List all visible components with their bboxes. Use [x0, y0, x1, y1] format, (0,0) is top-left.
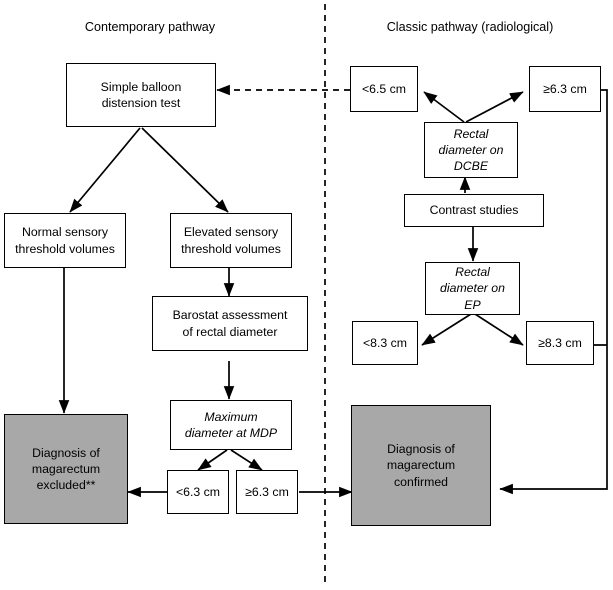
node-ep-threshold-high[interactable]: ≥8.3 cm [526, 321, 594, 365]
arrow-maxdiameter-to-mdp-high [230, 449, 263, 471]
node-label: Diagnosis of magarectum excluded** [31, 445, 101, 493]
node-rectal-diameter-on-dcbe[interactable]: Rectal diameter on DCBE [424, 122, 518, 178]
node-dcbe-threshold-high[interactable]: ≥6.3 cm [529, 66, 601, 112]
node-label: Elevated sensory threshold volumes [181, 225, 281, 256]
node-ep-threshold-low[interactable]: <8.3 cm [352, 321, 418, 365]
node-normal-sensory-threshold-volumes[interactable]: Normal sensory threshold volumes [4, 213, 126, 268]
node-label: ≥6.3 cm [245, 484, 289, 499]
node-label: Diagnosis of magarectum confirmed [386, 442, 456, 489]
header-classic-pathway: Classic pathway (radiological) [386, 20, 554, 34]
node-label: ≥8.3 cm [538, 335, 582, 350]
arrow-balloon-to-normal [69, 127, 141, 213]
arrow-dcbe-to-high [465, 91, 524, 123]
node-label: <8.3 cm [362, 335, 408, 350]
arrow-maxdiameter-to-mdp-low [197, 449, 228, 471]
node-barostat-assessment[interactable]: Barostat assessment of rectal diameter [152, 296, 308, 351]
node-diagnosis-megarectum-excluded[interactable]: Diagnosis of magarectum excluded** [4, 414, 128, 524]
node-mdp-threshold-high[interactable]: ≥6.3 cm [236, 470, 298, 514]
node-simple-balloon-distension-test[interactable]: Simple balloon distension test [66, 63, 216, 127]
node-label: <6.3 cm [175, 484, 221, 499]
node-label: Barostat assessment of rectal diameter [172, 308, 288, 339]
node-label: Normal sensory threshold volumes [15, 225, 115, 256]
node-label: Rectal diameter on DCBE [438, 126, 504, 174]
node-mdp-threshold-low[interactable]: <6.3 cm [167, 470, 229, 514]
node-label: Rectal diameter on EP [440, 265, 505, 312]
node-dcbe-threshold-low[interactable]: <6.5 cm [350, 66, 418, 112]
node-maximum-diameter-at-mdp[interactable]: Maximum diameter at MDP [170, 400, 292, 450]
node-label: ≥6.3 cm [543, 81, 587, 96]
arrow-balloon-to-elevated [141, 127, 229, 213]
node-label: Maximum diameter at MDP [184, 409, 278, 440]
node-label: Contrast studies [429, 203, 519, 218]
header-contemporary-pathway: Contemporary pathway [84, 20, 216, 34]
node-rectal-diameter-on-ep[interactable]: Rectal diameter on EP [425, 262, 520, 315]
node-label: <6.5 cm [361, 81, 407, 96]
node-label: Simple balloon distension test [100, 79, 182, 110]
node-elevated-sensory-threshold-volumes[interactable]: Elevated sensory threshold volumes [170, 213, 292, 268]
node-diagnosis-megarectum-confirmed[interactable]: Diagnosis of magarectum confirmed [351, 405, 491, 526]
arrow-ep-to-high [474, 313, 524, 346]
arrow-dcbe-to-low [423, 91, 465, 123]
arrow-ep-to-low [421, 313, 472, 346]
node-contrast-studies[interactable]: Contrast studies [404, 194, 544, 227]
arrow-dcbe-high-to-confirmed [499, 89, 608, 495]
